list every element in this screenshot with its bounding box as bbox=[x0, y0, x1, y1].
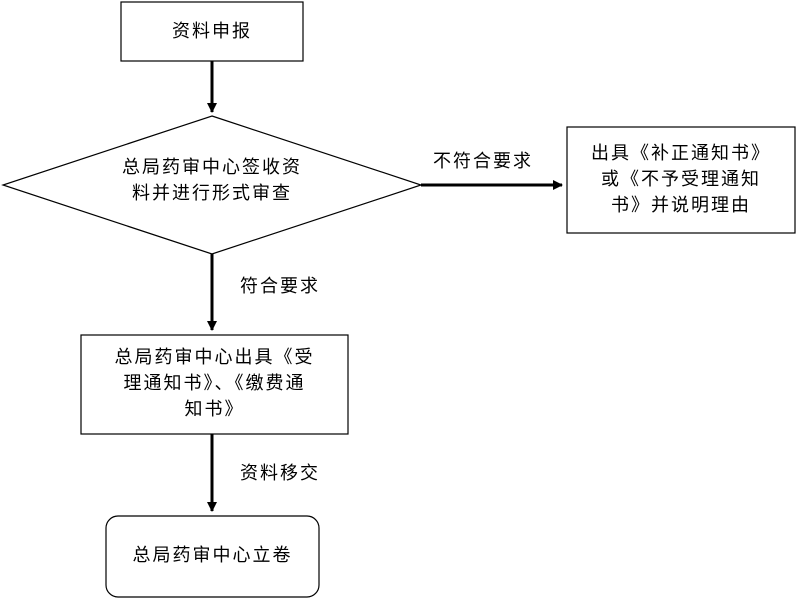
node-review-label: 总局药审中心签收资 料并进行形式审查 bbox=[90, 155, 334, 207]
node-review-line2: 料并进行形式审查 bbox=[132, 183, 292, 204]
node-accept-line2: 理通知书》、《缴费通 bbox=[123, 373, 306, 394]
node-reject-label: 出具《补正通知书》 或《不予受理通知 书》并说明理由 bbox=[567, 141, 795, 219]
node-submit-label: 资料申报 bbox=[172, 21, 252, 42]
edge-label-transfer: 资料移交 bbox=[240, 463, 320, 484]
node-reject-box bbox=[566, 126, 796, 234]
node-accept-label: 总局药审中心出具《受 理通知书》、《缴费通 知书》 bbox=[81, 345, 348, 423]
node-reject-line2: 或《不予受理通知 bbox=[601, 169, 761, 190]
node-accept-box bbox=[80, 334, 349, 435]
node-reject-line3: 书》并说明理由 bbox=[611, 195, 751, 216]
node-file-label: 总局药审中心立卷 bbox=[132, 545, 293, 566]
node-file-box bbox=[105, 515, 320, 598]
node-accept-line1: 总局药审中心出具《受 bbox=[114, 347, 315, 368]
edge-label-not-compliant: 不符合要求 bbox=[433, 151, 533, 172]
node-review-line1: 总局药审中心签收资 bbox=[122, 157, 302, 178]
node-submit-box bbox=[120, 1, 304, 62]
edge-label-compliant: 符合要求 bbox=[240, 276, 320, 297]
node-accept-line3: 知书》 bbox=[184, 399, 245, 420]
node-reject-line1: 出具《补正通知书》 bbox=[591, 143, 771, 164]
